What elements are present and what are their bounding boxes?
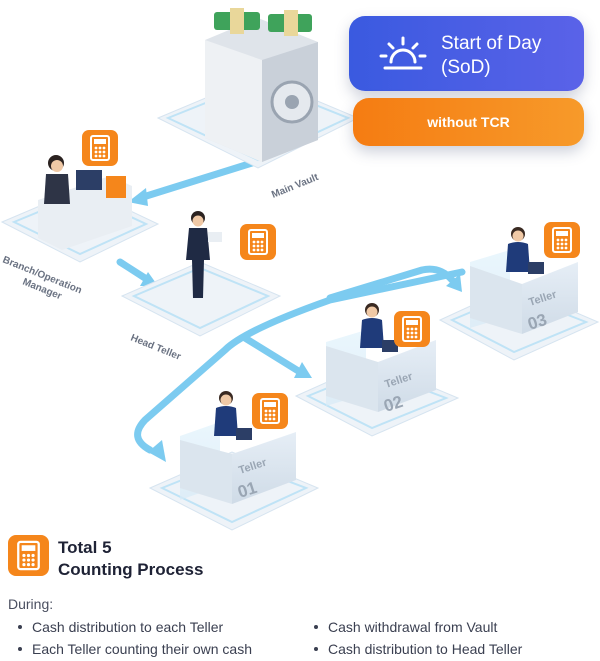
head-teller-station (120, 211, 282, 337)
calculator-icon (543, 221, 581, 259)
process-list-right: Cash withdrawal from Vault Cash distribu… (308, 616, 522, 660)
main-vault-label: Main Vault (270, 172, 321, 201)
calculator-icon (393, 310, 431, 348)
without-tcr-label: without TCR (427, 114, 510, 130)
calculator-icon (239, 223, 277, 261)
total-title-line2: Counting Process (58, 560, 204, 579)
branch-manager-station (0, 155, 160, 263)
list-item: Cash distribution to Head Teller (308, 638, 522, 660)
during-label: During: (8, 596, 54, 612)
teller-01-station (148, 391, 320, 531)
head-teller-label: Head Teller (129, 333, 183, 363)
without-tcr-card: without TCR (353, 98, 584, 146)
list-item: Cash distribution to each Teller (12, 616, 252, 638)
total-title-line1: Total 5 (58, 538, 112, 557)
calculator-icon (8, 535, 49, 576)
total-counting-title: Total 5 Counting Process (58, 537, 258, 581)
teller-02-station (294, 303, 460, 437)
svg-text:02: 02 (381, 392, 405, 416)
arrow-heads (128, 188, 462, 462)
process-list-left: Cash distribution to each Teller Each Te… (12, 616, 252, 660)
svg-text:01: 01 (235, 478, 259, 502)
sod-title-line2: (SoD) (441, 57, 491, 78)
sod-title-line1: Start of Day (441, 33, 542, 54)
branch-manager-label: Branch/Operation Manager (1, 255, 83, 303)
main-vault (156, 8, 360, 169)
teller-03-station (438, 227, 600, 361)
start-of-day-card: Start of Day (SoD) (349, 16, 584, 91)
sunrise-icon (379, 36, 427, 70)
flow-arrows (116, 154, 466, 454)
list-item: Cash withdrawal from Vault (308, 616, 522, 638)
svg-text:03: 03 (525, 310, 549, 334)
calculator-icon (251, 392, 289, 430)
list-item: Each Teller counting their own cash (12, 638, 252, 660)
calculator-icon (81, 129, 119, 167)
